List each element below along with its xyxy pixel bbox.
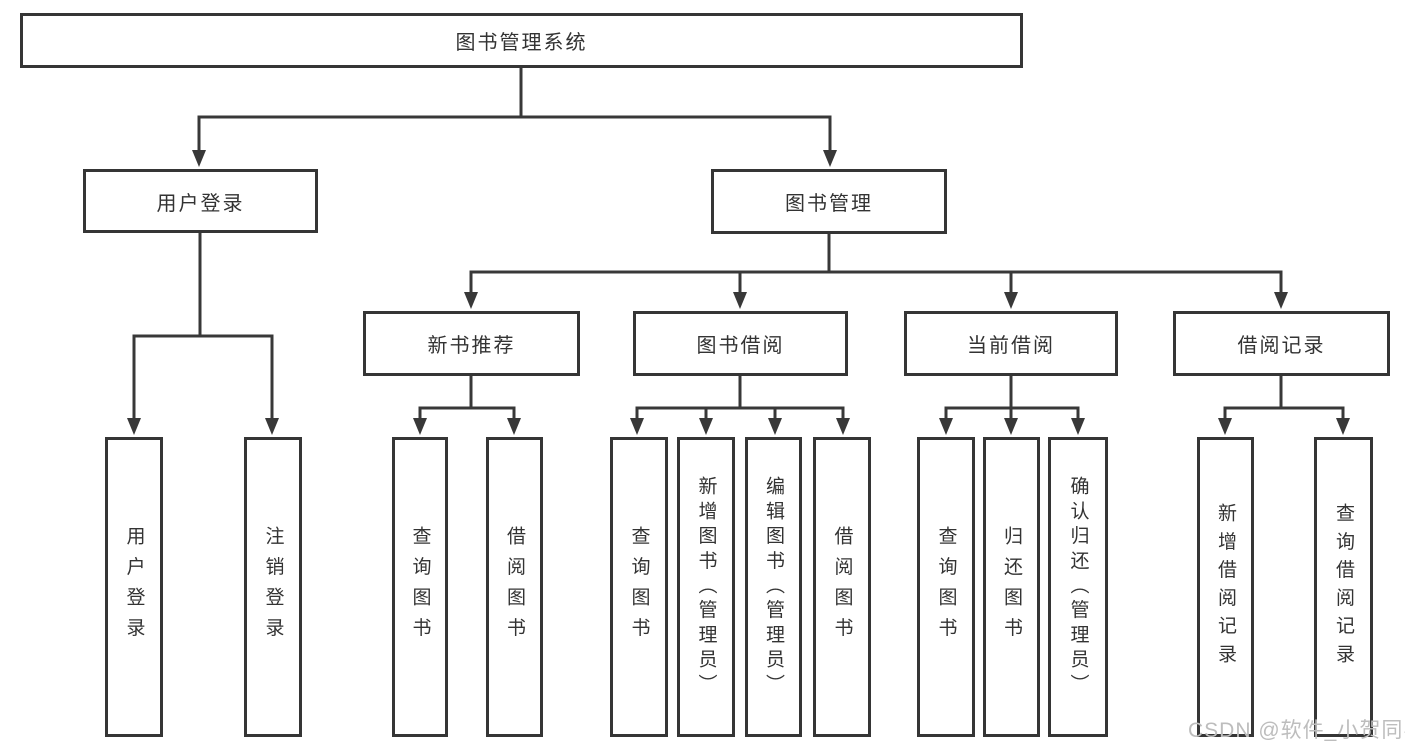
node-label: 查询图书 <box>409 526 431 648</box>
node-label: 编辑图书（管理员） <box>763 475 784 699</box>
arrow-down-icon <box>768 418 782 435</box>
arrow-down-icon <box>823 150 837 167</box>
node-current-borrowing: 当前借阅 <box>904 311 1118 376</box>
node-book-management: 图书管理 <box>711 169 947 234</box>
node-leaf-search-books-current: 查询图书 <box>917 437 975 737</box>
arrow-down-icon <box>733 292 747 309</box>
node-leaf-logout: 注销登录 <box>244 437 302 737</box>
arrow-down-icon <box>1004 292 1018 309</box>
node-label: 借阅图书 <box>504 526 525 648</box>
node-leaf-return-books: 归还图书 <box>983 437 1040 737</box>
arrow-down-icon <box>1071 418 1085 435</box>
arrow-down-icon <box>1336 418 1350 435</box>
node-new-book-recommend: 新书推荐 <box>363 311 580 376</box>
node-leaf-borrow-books: 借阅图书 <box>813 437 871 737</box>
node-label: 查询图书 <box>935 526 957 648</box>
node-library-system: 图书管理系统 <box>20 13 1023 68</box>
node-label: 用户登录 <box>123 526 145 648</box>
node-label: 确认归还（管理员） <box>1067 475 1089 699</box>
node-label: 新增借阅记录 <box>1215 502 1236 672</box>
node-leaf-search-borrow-record: 查询借阅记录 <box>1314 437 1373 737</box>
node-leaf-user-login: 用户登录 <box>105 437 163 737</box>
connector-path <box>132 66 1345 423</box>
node-leaf-borrow-books-recommend: 借阅图书 <box>486 437 543 737</box>
node-leaf-confirm-return-admin: 确认归还（管理员） <box>1048 437 1108 737</box>
node-label: 图书管理系统 <box>455 32 588 54</box>
arrow-down-icon <box>699 418 713 435</box>
node-label: 当前借阅 <box>967 335 1055 357</box>
node-label: 注销登录 <box>262 526 284 648</box>
node-label: 查询借阅记录 <box>1333 502 1354 672</box>
arrow-down-icon <box>1218 418 1232 435</box>
arrow-down-icon <box>265 418 279 435</box>
node-label: 用户登录 <box>156 192 245 215</box>
arrow-down-icon <box>464 292 478 309</box>
node-borrowing-records: 借阅记录 <box>1173 311 1390 376</box>
node-book-borrowing: 图书借阅 <box>633 311 848 376</box>
node-leaf-add-borrow-record: 新增借阅记录 <box>1197 437 1254 737</box>
arrow-down-icon <box>1004 418 1018 435</box>
node-label: 图书借阅 <box>696 335 785 357</box>
arrow-down-icon <box>413 418 427 435</box>
node-label: 归还图书 <box>1001 526 1022 648</box>
arrow-down-icon <box>192 150 206 167</box>
node-leaf-add-books-admin: 新增图书（管理员） <box>677 437 735 737</box>
node-user-login: 用户登录 <box>83 169 318 233</box>
node-label: 查询图书 <box>628 526 650 648</box>
arrow-down-icon <box>127 418 141 435</box>
node-leaf-search-books-borrowing: 查询图书 <box>610 437 668 737</box>
arrow-down-icon <box>939 418 953 435</box>
node-label: 图书管理 <box>785 193 873 215</box>
node-label: 新增图书（管理员） <box>695 475 717 699</box>
node-label: 借阅记录 <box>1237 335 1326 357</box>
arrowheads <box>127 150 1350 435</box>
arrow-down-icon <box>630 418 644 435</box>
arrow-down-icon <box>507 418 521 435</box>
arrow-down-icon <box>1274 292 1288 309</box>
watermark: CSDN @软件_小贺同学 <box>1188 719 1405 742</box>
arrow-down-icon <box>836 418 850 435</box>
node-label: 借阅图书 <box>831 526 853 648</box>
node-label: 新书推荐 <box>427 335 516 357</box>
node-leaf-search-books-recommend: 查询图书 <box>392 437 448 737</box>
node-leaf-edit-books-admin: 编辑图书（管理员） <box>745 437 802 737</box>
